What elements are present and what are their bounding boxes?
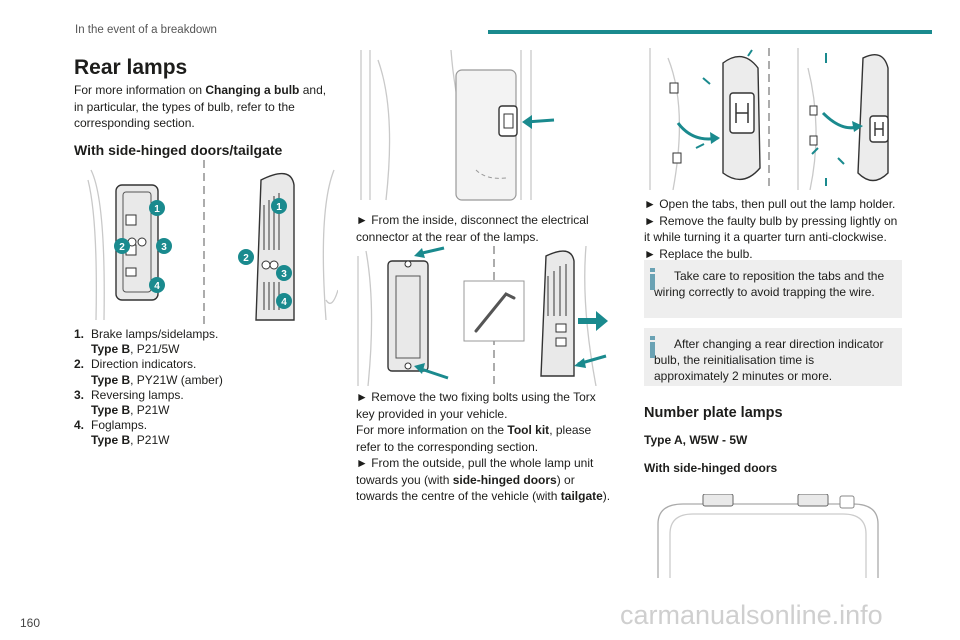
section-header: In the event of a breakdown bbox=[75, 24, 217, 36]
callout-1-right: 1 bbox=[276, 202, 282, 213]
header-accent-bar bbox=[488, 30, 932, 34]
lamp-holder-illustration bbox=[649, 48, 889, 190]
info-icon bbox=[650, 268, 655, 290]
list-item: 2.Direction indicators.Type B, PY21W (am… bbox=[74, 357, 223, 387]
callout-3-right: 3 bbox=[281, 269, 287, 280]
callout-1-left: 1 bbox=[154, 204, 160, 215]
step-remove-bolts: ► Remove the two fixing bolts using the … bbox=[356, 390, 596, 421]
number-plate-type: Type A, W5W - 5W bbox=[644, 433, 748, 447]
list-item: 4.Foglamps.Type B, P21W bbox=[74, 418, 170, 448]
step-replace-bulb: ► Replace the bulb. bbox=[644, 246, 753, 261]
page-number: 160 bbox=[20, 616, 41, 630]
step-pull-lamp-unit: ► From the outside, pull the whole lamp … bbox=[356, 456, 611, 503]
toolkit-reference: For more information on the Tool kit, pl… bbox=[356, 423, 592, 454]
rear-lamps-illustration: 1 2 3 4 1 2 3 4 bbox=[87, 160, 338, 328]
note-tabs-wiring: Take care to reposition the tabs and the… bbox=[644, 260, 902, 318]
callout-3-left: 3 bbox=[161, 242, 167, 253]
watermark: carmanualsonline.info bbox=[620, 600, 883, 630]
callout-2-right: 2 bbox=[243, 253, 249, 264]
info-icon bbox=[650, 336, 655, 358]
right-steps: ► Open the tabs, then pull out the lamp … bbox=[644, 196, 906, 262]
connector-illustration bbox=[360, 50, 555, 201]
middle-instructions: ► Remove the two fixing bolts using the … bbox=[356, 389, 611, 505]
number-plate-doors: With side-hinged doors bbox=[644, 461, 778, 475]
callout-4-left: 4 bbox=[154, 281, 160, 292]
note-reinitialisation: After changing a rear direction indicato… bbox=[644, 328, 902, 386]
number-plate-title: Number plate lamps bbox=[644, 405, 783, 421]
step-open-tabs: ► Open the tabs, then pull out the lamp … bbox=[644, 197, 896, 211]
torx-bolts-illustration bbox=[357, 246, 608, 386]
step-disconnect-connector: ► From the inside, disconnect the electr… bbox=[356, 213, 589, 244]
step-remove-bulb: ► Remove the faulty bulb by pressing lig… bbox=[644, 213, 898, 245]
subtitle-side-hinged: With side-hinged doors/tailgate bbox=[74, 142, 283, 158]
page-title: Rear lamps bbox=[74, 56, 188, 79]
number-plate-lamps-illustration bbox=[657, 494, 879, 578]
callout-2-left: 2 bbox=[119, 242, 125, 253]
list-item: 1.Brake lamps/sidelamps.Type B, P21/5W bbox=[74, 327, 219, 357]
callout-4-right: 4 bbox=[281, 297, 287, 308]
list-item: 3.Reversing lamps.Type B, P21W bbox=[74, 387, 184, 418]
bulb-list: 1.Brake lamps/sidelamps.Type B, P21/5W 2… bbox=[74, 327, 324, 449]
intro-paragraph: For more information on Changing a bulb … bbox=[74, 83, 327, 130]
